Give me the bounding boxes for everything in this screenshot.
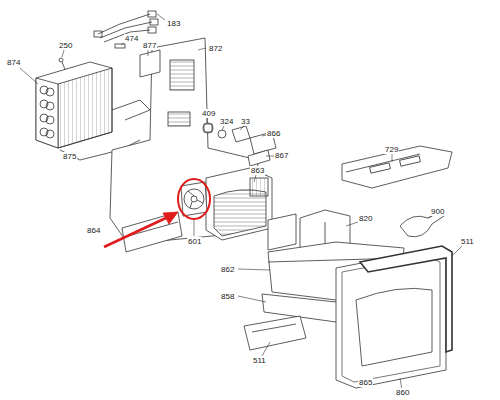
callout-number: 900 xyxy=(430,207,445,216)
fan-shroud xyxy=(206,168,272,240)
callout-number: 875 xyxy=(62,152,77,161)
callout-number: 877 xyxy=(142,41,157,50)
wire-harness xyxy=(94,11,158,42)
callout-number: 511 xyxy=(252,356,267,365)
callout-number: 409 xyxy=(201,109,216,118)
callout-number: 474 xyxy=(124,34,139,43)
callout-number: 862 xyxy=(220,265,235,274)
callout-number: 820 xyxy=(358,214,373,223)
callout-number: 867 xyxy=(274,151,289,160)
clip xyxy=(115,44,125,48)
callout-number: 866 xyxy=(266,129,281,138)
callout-number: 860 xyxy=(395,388,410,397)
leader-lines xyxy=(20,14,462,390)
pointer-arrow xyxy=(104,212,178,247)
callout-number: 864 xyxy=(86,226,101,235)
callout-number: 511 xyxy=(460,237,475,246)
duct xyxy=(122,212,182,252)
evaporator-coil xyxy=(36,62,150,148)
bracket xyxy=(140,50,160,77)
callout-number: 729 xyxy=(384,145,399,154)
fan xyxy=(181,182,207,216)
dispenser-part xyxy=(342,146,452,188)
callout-number: 324 xyxy=(219,117,234,126)
callout-number: 863 xyxy=(250,166,265,175)
callout-number: 183 xyxy=(166,19,181,28)
callout-number: 865 xyxy=(358,378,373,387)
highlight-circle xyxy=(178,179,210,219)
callout-number: 874 xyxy=(6,58,21,67)
callout-number: 601 xyxy=(187,237,202,246)
callout-number: 872 xyxy=(208,44,223,53)
callout-number: 33 xyxy=(240,117,251,126)
callout-number: 858 xyxy=(220,292,235,301)
trim-strip xyxy=(244,316,306,350)
callout-number: 250 xyxy=(58,41,73,50)
door xyxy=(336,246,452,388)
